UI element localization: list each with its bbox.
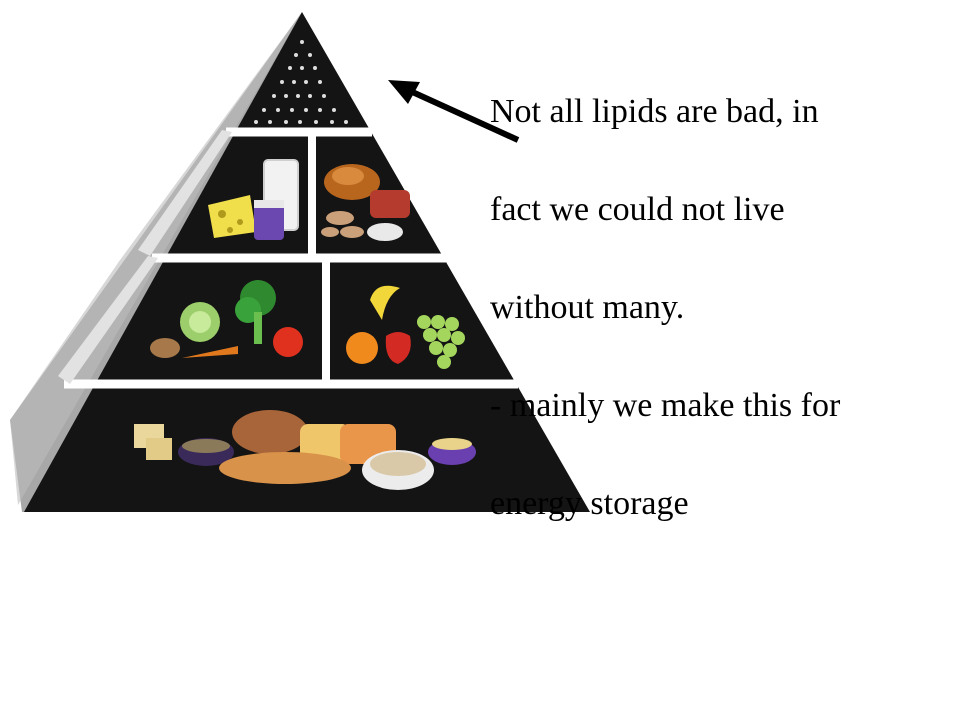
callout-line-4: - mainly we make this for <box>490 387 841 424</box>
grains-bread-icon <box>134 410 476 490</box>
callout-line-2: fact we could not live <box>490 191 785 228</box>
fats-oils-sweets-dots <box>254 40 348 124</box>
dairy-icon <box>208 159 299 240</box>
meat-icon <box>321 164 410 241</box>
bevel-tier-1 <box>138 130 232 256</box>
callout-line-5: energy storage <box>490 485 689 522</box>
vegetables-icon <box>150 280 303 358</box>
callout-line-1: Not all lipids are bad, in <box>490 93 819 130</box>
callout-text: Not all lipids are bad, in fact we could… <box>490 38 950 577</box>
arrow-head <box>388 80 420 104</box>
fruits-icon <box>346 285 465 369</box>
callout-line-3: without many. <box>490 289 685 326</box>
arrow-shaft <box>406 87 520 143</box>
bevel-tier-2 <box>58 256 158 384</box>
